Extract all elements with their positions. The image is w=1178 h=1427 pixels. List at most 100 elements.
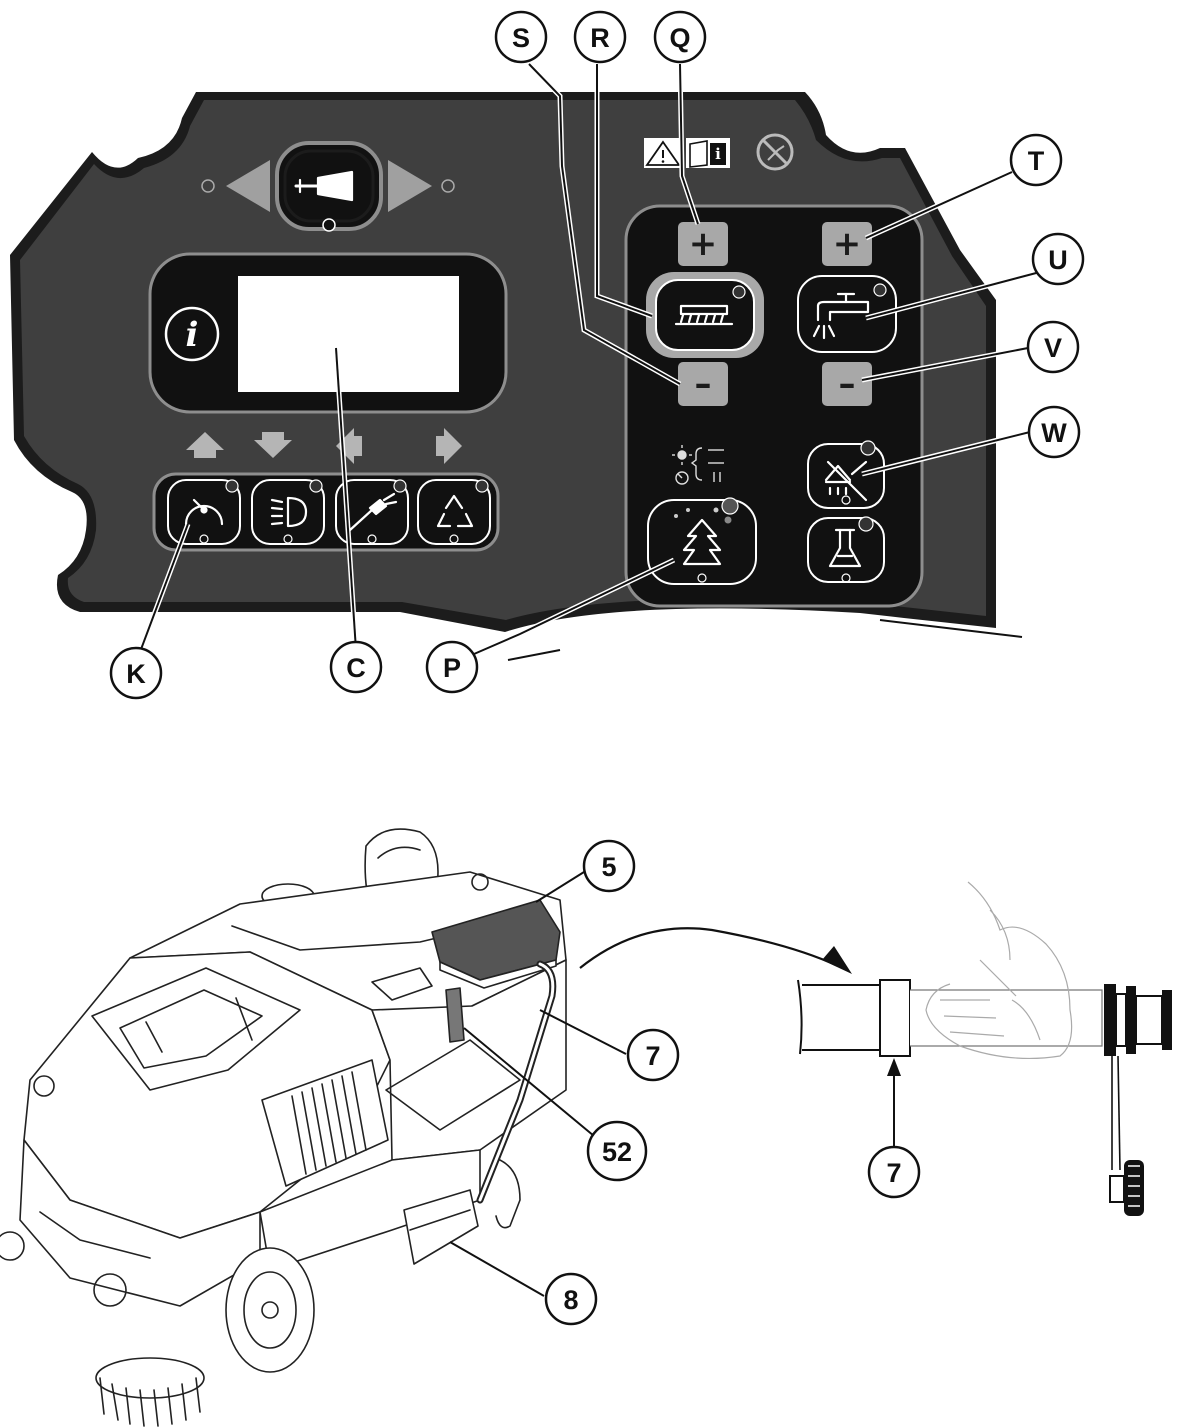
eco-mode-led: [721, 497, 739, 515]
vacuum-off-button[interactable]: [807, 440, 885, 509]
water-button[interactable]: [797, 275, 897, 353]
function-button-strip: [152, 472, 500, 552]
callout-7: 7: [626, 1028, 680, 1082]
water-tap-icon: [812, 292, 870, 340]
water-flow-minus-button[interactable]: –: [822, 362, 872, 406]
detergent-button[interactable]: [807, 516, 885, 583]
eco-mode-icon: [682, 518, 722, 566]
speed-limit-button[interactable]: [167, 479, 241, 545]
squeegee-8: [403, 1189, 479, 1265]
vacuum-off-led: [860, 440, 876, 456]
brush-pressure-plus-button[interactable]: +: [678, 222, 728, 266]
callout-s: S: [494, 10, 548, 64]
horn-control: [201, 141, 455, 232]
recycle-icon: [436, 494, 474, 528]
svg-text:–: –: [695, 364, 712, 404]
speed-icon: [184, 498, 224, 526]
brush-button[interactable]: [646, 272, 764, 358]
svg-text:R: R: [590, 23, 610, 53]
svg-text:+: +: [689, 224, 718, 264]
water-flow-plus-button[interactable]: +: [822, 222, 872, 266]
nav-down-icon: [254, 432, 292, 458]
front-wheel: [225, 1247, 315, 1373]
speed-led: [225, 479, 239, 493]
headlight-led: [309, 479, 323, 493]
callout-t: T: [1009, 133, 1063, 187]
svg-text:5: 5: [601, 852, 616, 882]
svg-text:S: S: [512, 23, 530, 53]
callout-8: 8: [544, 1272, 598, 1326]
callout-hose-7: 7: [867, 1145, 921, 1199]
detergent-led: [858, 516, 874, 532]
curved-arrow: [579, 927, 852, 974]
spray-gun-led: [393, 479, 407, 493]
brush-pressure-minus-button[interactable]: –: [678, 362, 728, 406]
right-indicator-led: [441, 179, 455, 193]
hose-connector: [1104, 984, 1172, 1216]
svg-text:+: +: [833, 224, 862, 264]
hose-tube: [802, 984, 881, 1051]
svg-text:8: 8: [563, 1285, 578, 1315]
left-indicator-led: [201, 179, 215, 193]
bottle-52: [445, 987, 465, 1043]
svg-text:K: K: [126, 659, 146, 689]
brush-icon: [674, 304, 734, 326]
svg-text:–: –: [839, 364, 856, 404]
panel-callouts: S R Q T U V W: [109, 10, 1085, 700]
svg-text:T: T: [1028, 146, 1045, 176]
detergent-icon: [828, 528, 862, 568]
callout-5: 5: [582, 839, 636, 893]
callout-52: 52: [586, 1120, 648, 1182]
svg-text:W: W: [1041, 418, 1067, 448]
no-pressure-wash-icon: [756, 133, 794, 171]
nav-left-icon: [336, 428, 362, 464]
warning-icon: [645, 140, 681, 166]
right-arrow-button[interactable]: [388, 160, 432, 212]
horn-led: [322, 218, 336, 232]
left-arrow-button[interactable]: [226, 160, 270, 212]
safety-symbols: i: [644, 133, 794, 171]
svg-text:7: 7: [645, 1041, 660, 1071]
panel-leader-lines: [137, 62, 1041, 661]
horn-icon: [294, 170, 354, 202]
side-louvers: [261, 1059, 389, 1187]
spray-gun-button[interactable]: [335, 479, 409, 545]
hand-sketch: [925, 881, 1073, 1060]
eco-mode-legend: [672, 445, 724, 485]
svg-text:7: 7: [886, 1158, 901, 1188]
recycle-led: [475, 479, 489, 493]
water-led: [873, 283, 887, 297]
headlight-button[interactable]: [251, 479, 325, 545]
eco-mode-button[interactable]: [647, 497, 757, 585]
callout-w: W: [1027, 405, 1081, 459]
callout-c: C: [329, 640, 383, 694]
display-module: i: [148, 252, 508, 414]
lcd-display: [238, 276, 459, 392]
info-icon: i: [186, 315, 199, 355]
recycle-button[interactable]: [417, 479, 491, 545]
cleaning-control-block: + –: [624, 204, 924, 608]
callout-u: U: [1031, 232, 1085, 286]
vacuum-off-icon: [824, 460, 868, 502]
manual-icon: i: [689, 140, 726, 168]
machine-callouts: 5 7 52 8: [544, 839, 680, 1326]
info-button[interactable]: [164, 306, 220, 362]
callout-v: V: [1026, 320, 1080, 374]
nav-up-icon: [186, 432, 224, 458]
callout-p: P: [425, 640, 479, 694]
hose-detail: 7: [797, 881, 1172, 1216]
svg-text:C: C: [346, 653, 366, 683]
sweeper-machine-drawing: [0, 828, 567, 1427]
brush-led: [732, 285, 746, 299]
svg-text:V: V: [1044, 333, 1062, 363]
svg-text:P: P: [443, 653, 461, 683]
svg-text:Q: Q: [669, 23, 690, 53]
nav-right-icon: [436, 428, 462, 464]
svg-text:i: i: [715, 145, 721, 163]
control-panel: i: [10, 10, 1085, 700]
callout-r: R: [573, 10, 627, 64]
machine-leader-lines: [449, 871, 627, 1297]
headlight-icon: [270, 496, 308, 528]
side-brush: [95, 1357, 205, 1427]
